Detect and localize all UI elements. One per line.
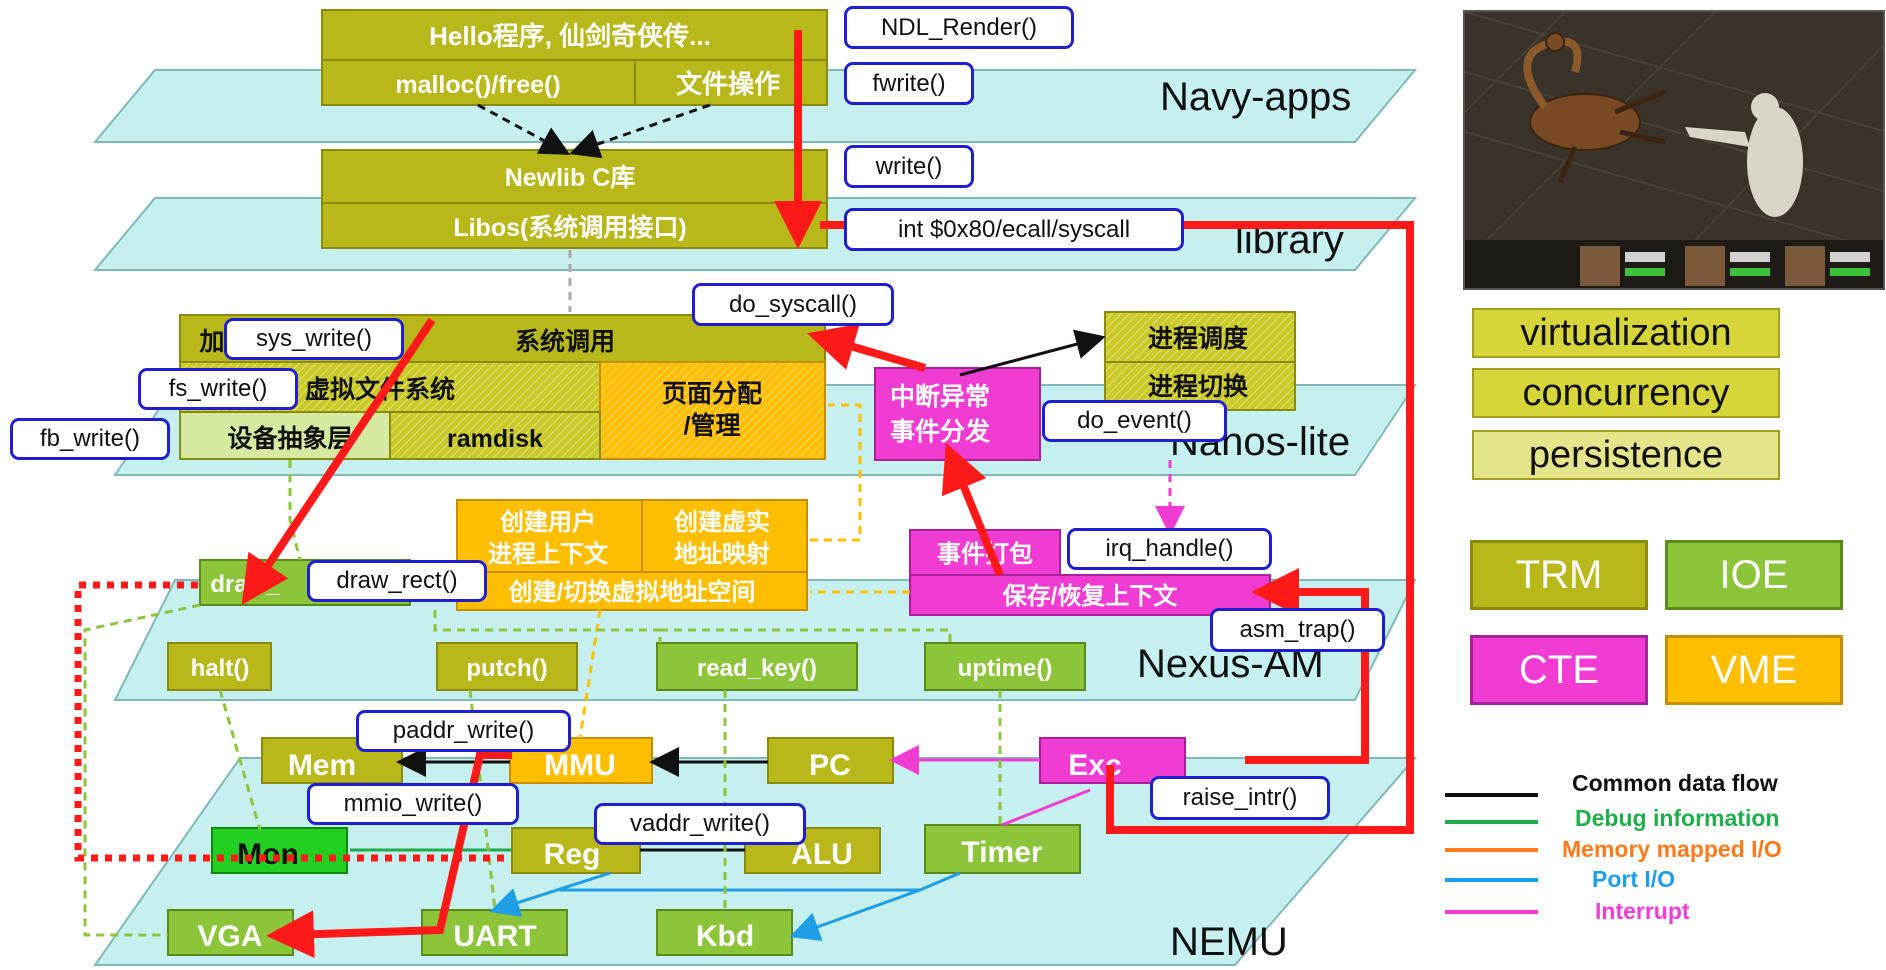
block-pc-label: PC bbox=[809, 749, 851, 782]
game-screenshot bbox=[1463, 10, 1885, 290]
block-sched-label: 进程调度 bbox=[1148, 324, 1248, 353]
flow-mmio-frame bbox=[74, 581, 510, 862]
flow-libos-to-exc bbox=[820, 221, 1414, 834]
block-save-ctx-label: 保存/恢复上下文 bbox=[1002, 582, 1179, 610]
block-create-user-label-1: 创建用户 bbox=[499, 508, 596, 536]
block-hello-label: Hello程序, 仙剑奇侠传... bbox=[429, 21, 711, 51]
block-putch bbox=[436, 642, 578, 691]
flow-reg-uart bbox=[489, 871, 611, 917]
flow-exc-to-save bbox=[1245, 568, 1369, 764]
callout-do-event: do_event() bbox=[1042, 400, 1227, 442]
block-mem-label: Mem bbox=[288, 749, 356, 782]
flow-vme-dashes bbox=[578, 403, 910, 739]
callout-fb-write: fb_write() bbox=[10, 418, 170, 460]
block-create-space-label: 创建/切换虚拟地址空间 bbox=[508, 578, 756, 606]
legend-common-data-flow: Common data flow bbox=[1572, 770, 1778, 796]
block-read-key-label: read_key() bbox=[697, 655, 817, 682]
block-newlib bbox=[321, 149, 828, 204]
block-malloc bbox=[321, 59, 636, 106]
legend-trm: TRM bbox=[1470, 540, 1648, 610]
block-mon bbox=[211, 827, 348, 874]
block-create-user bbox=[456, 499, 643, 579]
block-uptime-label: uptime() bbox=[958, 655, 1053, 682]
callout-mmio-write: mmio_write() bbox=[307, 783, 519, 825]
block-reg-label: Reg bbox=[544, 838, 601, 871]
callout-asm-trap: asm_trap() bbox=[1210, 608, 1385, 652]
callout-ndl-render: NDL_Render() bbox=[844, 6, 1074, 49]
flow-ioe-dashes bbox=[83, 460, 1002, 937]
block-halt-label: halt() bbox=[191, 655, 250, 682]
game-scene-image bbox=[1465, 12, 1883, 288]
layer-name-navy: Navy-apps bbox=[1160, 75, 1351, 119]
block-sched bbox=[1104, 311, 1296, 363]
callout-sys-write: sys_write() bbox=[224, 318, 404, 360]
block-dev-abstract-label: 设备抽象层 bbox=[227, 425, 352, 453]
block-timer-label: Timer bbox=[961, 836, 1042, 869]
layer-name-nemu: NEMU bbox=[1170, 920, 1288, 964]
block-load-label: 加 bbox=[198, 328, 224, 356]
block-ramdisk bbox=[389, 411, 601, 460]
block-interrupt-label-1: 中断异常 bbox=[890, 382, 990, 411]
block-page-alloc bbox=[599, 361, 826, 460]
legend-virtualization: virtualization bbox=[1472, 308, 1780, 358]
block-interrupt bbox=[874, 367, 1041, 461]
block-create-map-label-1: 创建虚实 bbox=[673, 508, 770, 536]
callout-int80: int $0x80/ecall/syscall bbox=[844, 208, 1184, 251]
flow-mmu-to-vga bbox=[266, 751, 512, 959]
block-save-ctx bbox=[909, 574, 1271, 616]
block-vga-label: VGA bbox=[197, 920, 262, 953]
callout-do-syscall: do_syscall() bbox=[692, 283, 894, 326]
callout-vaddr-write: vaddr_write() bbox=[594, 803, 806, 845]
block-mmu-label: MMU bbox=[544, 749, 616, 782]
block-libos bbox=[321, 202, 828, 249]
flow-interrupt-to-syscall bbox=[806, 323, 927, 372]
block-kbd-label: Kbd bbox=[696, 920, 754, 953]
block-read-key bbox=[656, 642, 858, 691]
block-file-ops-label: 文件操作 bbox=[676, 69, 780, 99]
block-ramdisk-label: ramdisk bbox=[447, 425, 543, 453]
block-page-alloc-label-1: 页面分配 bbox=[662, 380, 762, 408]
legend-memory-mapped-io: Memory mapped I/O bbox=[1562, 836, 1782, 862]
flow-file-newlib bbox=[569, 103, 711, 159]
block-malloc-label: malloc()/free() bbox=[395, 71, 560, 99]
block-interrupt-label-2: 事件分发 bbox=[890, 417, 990, 446]
legend-debug-information: Debug information bbox=[1575, 805, 1780, 831]
legend-interrupt: Interrupt bbox=[1595, 898, 1690, 924]
flow-malloc-newlib bbox=[477, 103, 571, 155]
block-pc bbox=[767, 737, 894, 784]
callout-irq-handle: irq_handle() bbox=[1067, 528, 1272, 570]
callout-fwrite: fwrite() bbox=[844, 62, 974, 105]
legend-persistence: persistence bbox=[1472, 430, 1780, 480]
legend-vme: VME bbox=[1665, 635, 1843, 705]
block-switch-label: 进程切换 bbox=[1148, 373, 1249, 401]
callout-write: write() bbox=[844, 145, 974, 188]
block-putch-label: putch() bbox=[466, 655, 547, 682]
callout-fs-write: fs_write() bbox=[138, 368, 298, 410]
legend-cte: CTE bbox=[1470, 635, 1648, 705]
block-syscall-label: 系统调用 bbox=[515, 327, 615, 356]
block-uptime bbox=[924, 642, 1086, 691]
block-create-user-label-2: 进程上下文 bbox=[488, 540, 609, 568]
flow-timer-port bbox=[919, 871, 961, 892]
block-newlib-label: Newlib C库 bbox=[505, 164, 636, 192]
flow-timer-exc bbox=[1001, 788, 1091, 827]
callout-raise-intr: raise_intr() bbox=[1150, 776, 1330, 820]
block-uart bbox=[421, 909, 568, 956]
legend-port-io: Port I/O bbox=[1592, 866, 1676, 892]
block-create-map-label-2: 地址映射 bbox=[674, 541, 770, 568]
block-page-alloc-label-2: /管理 bbox=[684, 411, 741, 440]
callout-draw-rect: draw_rect() bbox=[307, 560, 487, 602]
block-hello bbox=[321, 9, 828, 61]
legend-concurrency: concurrency bbox=[1472, 368, 1780, 418]
flow-syscall-to-draw bbox=[241, 317, 436, 605]
flow-save-to-interrupt bbox=[941, 442, 1004, 577]
block-uart-label: UART bbox=[453, 920, 536, 953]
block-draw-label: draw_ bbox=[210, 571, 280, 598]
legend-ioe: IOE bbox=[1665, 540, 1843, 610]
block-halt bbox=[167, 642, 272, 691]
flow-interrupt-sched bbox=[959, 329, 1106, 377]
callout-paddr-write: paddr_write() bbox=[356, 710, 571, 752]
block-libos-label: Libos(系统调用接口) bbox=[453, 213, 686, 242]
